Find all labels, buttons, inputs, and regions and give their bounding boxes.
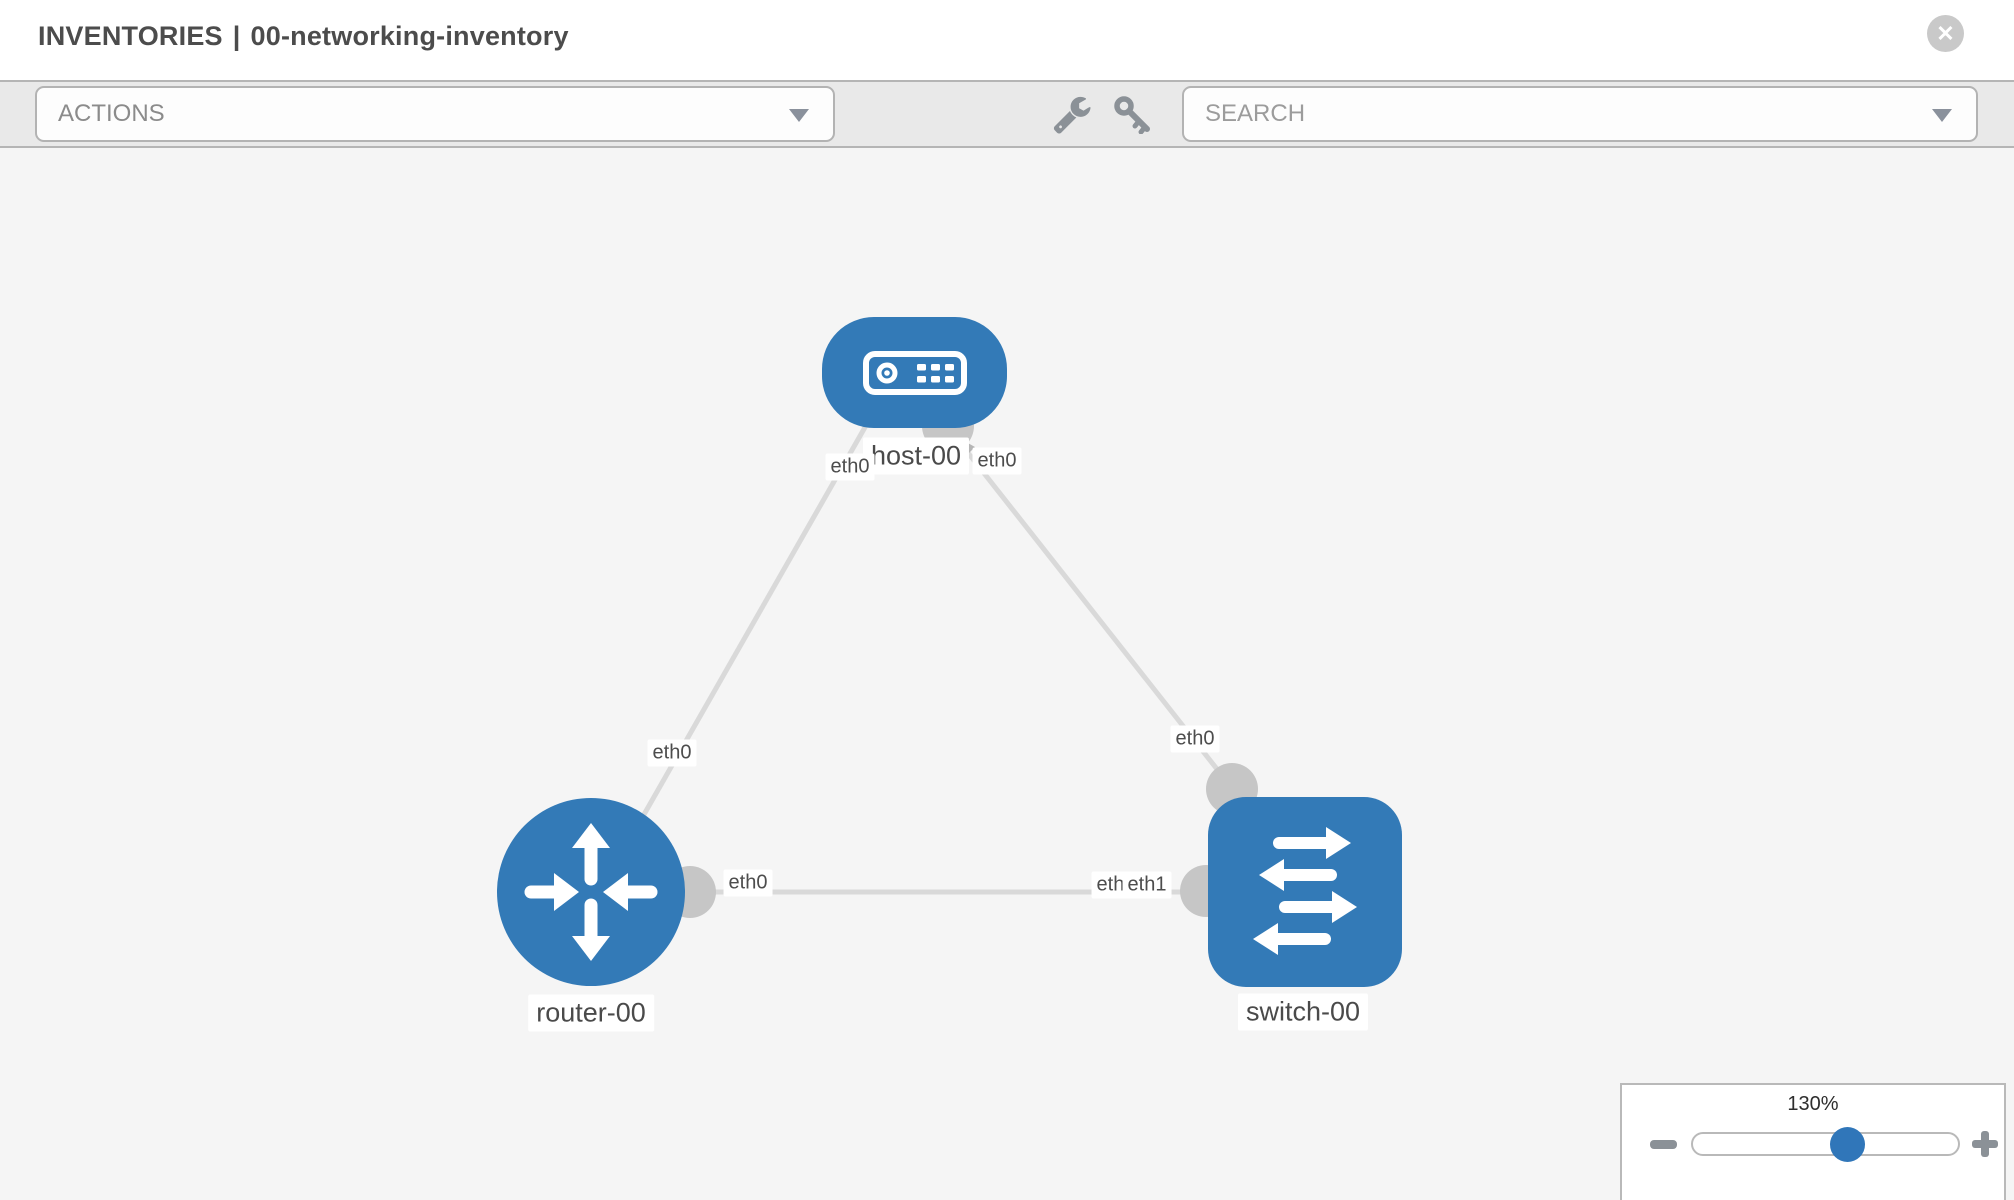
- node-router-00[interactable]: [497, 798, 685, 986]
- key-icon[interactable]: [1113, 94, 1153, 135]
- interface-label-host-left: eth0: [825, 453, 875, 481]
- interface-label-switch-top: eth0: [1170, 725, 1220, 753]
- chevron-down-icon: [789, 109, 809, 122]
- node-label-router: router-00: [528, 994, 654, 1032]
- search-dropdown[interactable]: SEARCH: [1182, 86, 1978, 142]
- topology-canvas[interactable]: host-00 router-00 switch-00 eth0 eth0 et…: [0, 148, 2014, 1200]
- node-label-host: host-00: [862, 437, 970, 475]
- wrench-icon[interactable]: [1052, 94, 1092, 134]
- node-host-00[interactable]: [822, 317, 1007, 428]
- switch-icon: [1253, 827, 1357, 955]
- zoom-level-label: 130%: [1787, 1093, 1839, 1115]
- interface-label-router-right: eth0: [723, 869, 773, 897]
- interface-label-router-top: eth0: [647, 739, 697, 767]
- actions-dropdown-label: ACTIONS: [58, 100, 165, 127]
- node-label-switch: switch-00: [1237, 993, 1369, 1031]
- close-icon[interactable]: ✕: [1927, 15, 1964, 52]
- header: INVENTORIES | 00-networking-inventory ✕: [0, 0, 2014, 80]
- title-section: INVENTORIES: [38, 21, 223, 51]
- host-icon: [862, 350, 967, 395]
- title-separator: |: [232, 21, 241, 51]
- actions-dropdown[interactable]: ACTIONS: [35, 86, 835, 142]
- title-inventory-name: 00-networking-inventory: [250, 21, 569, 51]
- zoom-panel: 130%: [1620, 1083, 2006, 1200]
- links-layer: [639, 400, 1258, 918]
- interface-label-switch-left-eth1: eth1: [1122, 871, 1172, 899]
- node-switch-00[interactable]: [1208, 797, 1402, 987]
- toolbar: ACTIONS SEARCH: [0, 80, 2014, 148]
- router-icon: [524, 823, 658, 961]
- search-dropdown-label: SEARCH: [1205, 100, 1306, 127]
- zoom-in-button[interactable]: [1972, 1131, 1998, 1157]
- zoom-out-button[interactable]: [1650, 1140, 1677, 1149]
- chevron-down-icon: [1932, 109, 1952, 122]
- zoom-slider-handle[interactable]: [1830, 1127, 1865, 1162]
- zoom-slider-track[interactable]: [1691, 1132, 1960, 1156]
- page-title: INVENTORIES | 00-networking-inventory: [38, 0, 569, 80]
- interface-label-host-right: eth0: [972, 447, 1022, 475]
